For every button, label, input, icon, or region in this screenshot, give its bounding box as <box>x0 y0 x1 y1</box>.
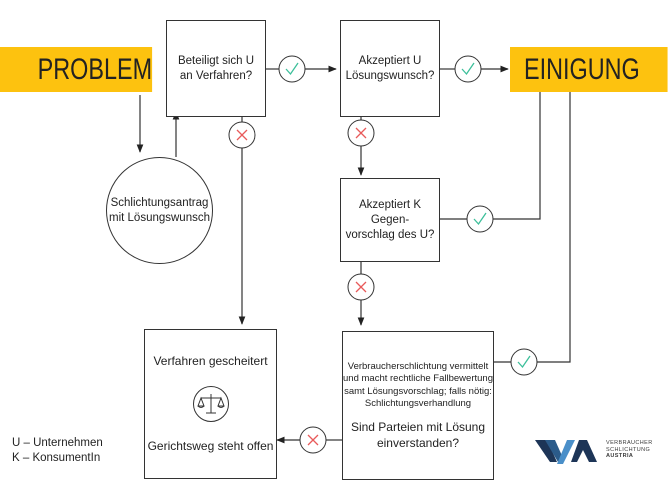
arrow-check-to-einigung-3 <box>537 83 574 363</box>
node-gescheitert-sub: Gerichtsweg steht offen <box>147 439 274 453</box>
problem-banner: PROBLEM <box>0 47 153 92</box>
node-antrag-line-1: Schlichtungsantrag <box>110 196 209 209</box>
check-icon <box>466 205 494 233</box>
logo-line-1: VERBRAUCHER <box>606 440 653 446</box>
cross-icon <box>347 273 375 301</box>
node-akzeptiert-k-line-2: vorschlag des U? <box>345 228 435 241</box>
check-icon <box>454 55 482 83</box>
node-gescheitert-title: Verfahren gescheitert <box>153 354 268 368</box>
node-akzeptiert-u-line-2: Lösungswunsch? <box>345 69 435 82</box>
node-gescheitert: Verfahren gescheitert Gerichtsweg steht … <box>144 329 277 479</box>
node-schlichtung: Verbraucherschlichtung vermittelt und ma… <box>342 331 494 480</box>
logo-line-2: SCHLICHTUNG <box>606 446 651 453</box>
arrow-check-to-einigung-2 <box>493 83 544 220</box>
scales-icon <box>192 386 229 422</box>
logo-text: VERBRAUCHER SCHLICHTUNG AUSTRIA <box>606 440 653 460</box>
legend-u: U – Unternehmen <box>12 437 103 449</box>
check-icon <box>510 348 538 376</box>
legend-k: K – KonsumentIn <box>12 452 101 464</box>
check-icon <box>278 55 306 83</box>
cross-icon <box>299 426 327 454</box>
node-schlichtung-question-1: Sind Parteien mit Lösung <box>350 419 486 434</box>
node-schlichtung-desc-4: Schlichtungsverhandlung <box>364 398 472 409</box>
legend: U – Unternehmen K – KonsumentIn <box>12 436 103 466</box>
cross-icon <box>347 119 375 147</box>
node-antrag: Schlichtungsantrag mit Lösungswunsch <box>106 157 213 264</box>
node-akzeptiert-k-line-1: Akzeptiert K Gegen- <box>359 198 421 226</box>
node-akzeptiert-u-line-1: Akzeptiert U <box>358 54 422 67</box>
problem-label: PROBLEM <box>37 52 153 86</box>
logo-mark <box>535 440 597 464</box>
node-schlichtung-question-2: einverstanden? <box>376 435 460 450</box>
node-schlichtung-desc-1: Verbraucherschlichtung vermittelt <box>347 360 489 372</box>
node-antrag-line-2: mit Lösungswunsch <box>109 211 210 224</box>
node-akzeptiert-k: Akzeptiert K Gegen- vorschlag des U? <box>340 178 440 262</box>
node-schlichtung-desc-2: und macht rechtliche Fallbewertung <box>343 373 493 384</box>
einigung-label: EINIGUNG <box>524 52 640 86</box>
node-beteiligt-line-1: Beteiligt sich U <box>177 54 255 67</box>
logo-line-3: AUSTRIA <box>606 453 634 459</box>
node-beteiligt-line-2: an Verfahren? <box>179 69 253 82</box>
cross-icon <box>228 121 256 149</box>
node-beteiligt: Beteiligt sich U an Verfahren? <box>166 20 266 117</box>
node-akzeptiert-u: Akzeptiert U Lösungswunsch? <box>340 20 440 117</box>
einigung-banner: EINIGUNG <box>510 47 668 92</box>
node-schlichtung-desc-3: samt Lösungsvorschlag; falls nötig: <box>344 385 492 397</box>
